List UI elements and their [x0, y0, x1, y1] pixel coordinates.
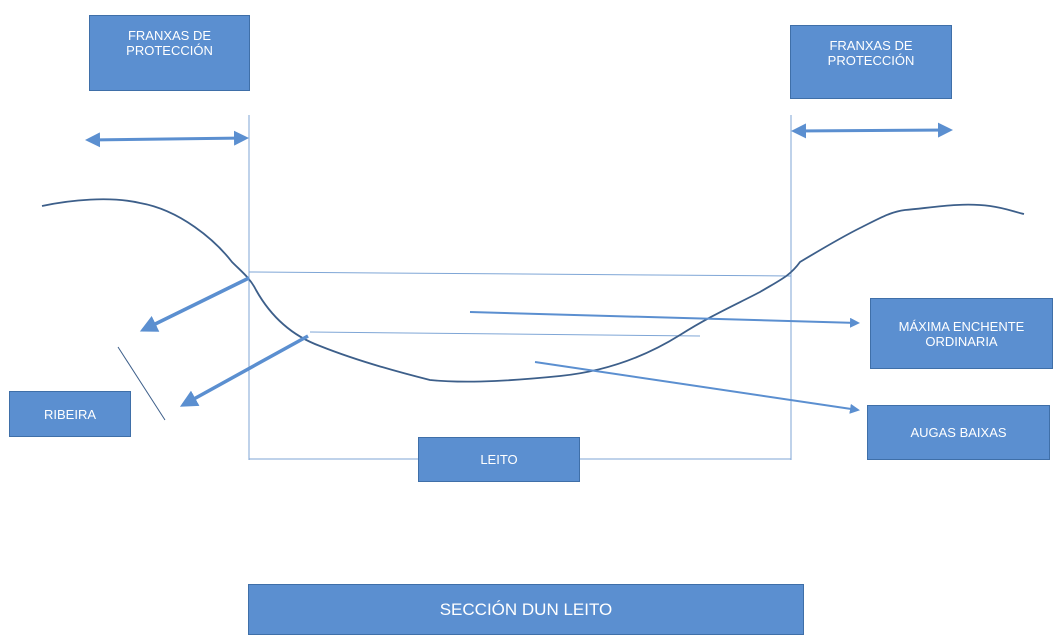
- terrain-profile: [41, 198, 1025, 383]
- bank-arrow-upper: [139, 276, 250, 332]
- left-protection-arrow: [85, 130, 249, 148]
- protection-left-box: FRANXAS DE PROTECCIÓN: [89, 15, 250, 91]
- low-water-box: AUGAS BAIXAS: [867, 405, 1050, 460]
- bank-box: RIBEIRA: [9, 391, 131, 437]
- diagram-title: SECCIÓN DUN LEITO: [248, 584, 804, 635]
- right-protection-arrow: [791, 122, 953, 139]
- bank-arrow-lower: [179, 334, 309, 407]
- bed-box: LEITO: [418, 437, 580, 482]
- bank-slope-line: [117, 346, 166, 421]
- low-water-line: [309, 331, 701, 337]
- low-water-callout-arrow: [534, 361, 860, 414]
- flood-box: MÁXIMA ENCHENTE ORDINARIA: [870, 298, 1053, 369]
- flood-callout-arrow: [469, 311, 860, 328]
- protection-right-box: FRANXAS DE PROTECCIÓN: [790, 25, 952, 99]
- flood-level-line: [248, 271, 792, 277]
